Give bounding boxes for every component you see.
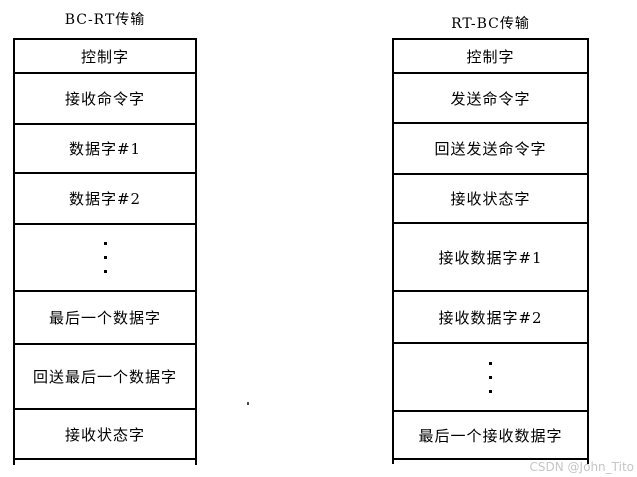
vertical-ellipsis-dot: [489, 389, 492, 393]
left-table-row: 回送最后一个数据字: [15, 345, 195, 410]
right-table-ellipsis-row: [394, 344, 587, 412]
vertical-ellipsis-dot: [103, 256, 107, 259]
vertical-ellipsis-dot: [103, 270, 107, 273]
right-table-row: 接收状态字: [394, 175, 587, 224]
left-table-row: 数据字#2: [15, 174, 195, 225]
right-table-row: 接收数据字#1: [394, 224, 587, 292]
right-table-row: 最后一个接收数据字: [394, 412, 587, 460]
left-table-row: 数据字#1: [15, 125, 195, 174]
right-table-row: 发送命令字: [394, 74, 587, 124]
left-table-ellipsis-row: [15, 225, 195, 292]
vertical-ellipsis-dot: [489, 361, 492, 365]
watermark: CSDN @John_Tito: [529, 460, 634, 474]
left-table-row: 接收命令字: [15, 74, 195, 125]
right-column-title: RT-BC传输: [451, 16, 530, 32]
left-table-stub-row: [15, 460, 195, 465]
stray-dot-artifact: [247, 402, 249, 405]
right-table-row: 回送发送命令字: [394, 124, 587, 175]
vertical-ellipsis-dot: [489, 375, 492, 379]
vertical-ellipsis-dot: [103, 242, 107, 245]
right-table-row: 控制字: [394, 40, 587, 74]
left-table-row: 接收状态字: [15, 410, 195, 460]
left-table-row: 最后一个数据字: [15, 292, 195, 345]
left-column-title: BC-RT传输: [64, 12, 146, 28]
left-table-row: 控制字: [15, 40, 195, 74]
right-table-row: 接收数据字#2: [394, 292, 587, 344]
